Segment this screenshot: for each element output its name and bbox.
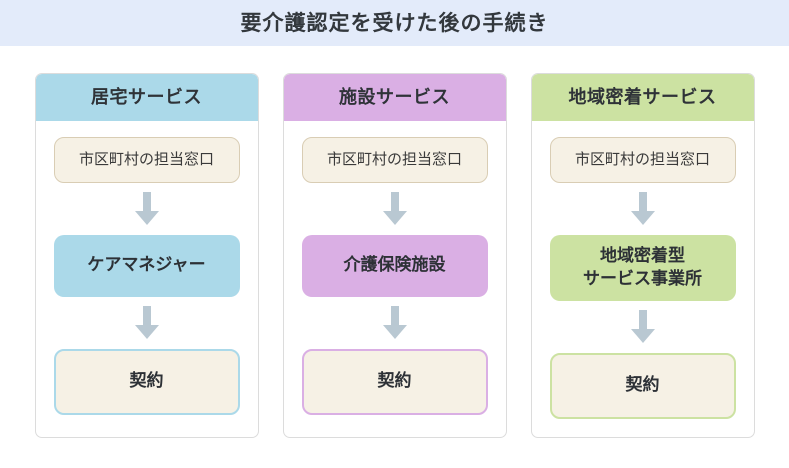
step-office-facility-service: 市区町村の担当窓口: [301, 137, 488, 183]
page-title: 要介護認定を受けた後の手続き: [240, 10, 549, 35]
step-label-line2: サービス事業所: [583, 269, 702, 289]
arrow-down-icon: [629, 310, 657, 344]
step-label: ケアマネジャー: [87, 255, 206, 276]
column-header-facility-service: 施設サービス: [283, 74, 506, 121]
step-contract-home-service: 契約: [53, 349, 240, 415]
step-label: 契約: [377, 371, 412, 392]
column-body-home-service: 市区町村の担当窓口 ケアマネジャー 契約: [36, 121, 258, 437]
step-label: 契約: [625, 375, 660, 396]
service-column-facility-service: 施設サービス 市区町村の担当窓口 介護保険施設: [282, 73, 507, 438]
step-office-home-service: 市区町村の担当窓口: [53, 137, 240, 183]
column-body-facility-service: 市区町村の担当窓口 介護保険施設 契約: [284, 121, 506, 437]
column-header-label: 地域密着サービス: [568, 86, 717, 108]
service-column-community-service: 地域密着サービス 市区町村の担当窓口 地域密着型 サービス事業所: [530, 73, 755, 438]
arrow-down-icon: [133, 306, 161, 340]
arrow-down-icon: [629, 192, 657, 226]
column-body-community-service: 市区町村の担当窓口 地域密着型 サービス事業所: [532, 121, 754, 437]
column-header-home-service: 居宅サービス: [35, 74, 258, 121]
service-column-home-service: 居宅サービス 市区町村の担当窓口 ケアマネジャー: [34, 73, 259, 438]
step-provider-home-service: ケアマネジャー: [53, 235, 240, 297]
step-label: 市区町村の担当窓口: [326, 150, 462, 169]
step-contract-community-service: 契約: [549, 353, 736, 419]
arrow-down-icon: [381, 192, 409, 226]
column-header-label: 居宅サービス: [91, 86, 202, 108]
arrow-down-icon: [133, 192, 161, 226]
step-label: 契約: [129, 371, 164, 392]
step-office-community-service: 市区町村の担当窓口: [549, 137, 736, 183]
step-provider-facility-service: 介護保険施設: [301, 235, 488, 297]
page-title-band: 要介護認定を受けた後の手続き: [0, 0, 789, 46]
step-label: 地域密着型 サービス事業所: [583, 245, 702, 291]
step-label-line1: 地域密着型: [600, 246, 685, 267]
step-label: 市区町村の担当窓口: [78, 150, 214, 169]
arrow-down-icon: [381, 306, 409, 340]
column-header-label: 施設サービス: [339, 86, 450, 108]
column-header-community-service: 地域密着サービス: [531, 74, 754, 121]
step-label: 市区町村の担当窓口: [574, 150, 710, 169]
service-columns: 居宅サービス 市区町村の担当窓口 ケアマネジャー: [0, 46, 789, 438]
step-contract-facility-service: 契約: [301, 349, 488, 415]
step-label: 介護保険施設: [343, 255, 446, 276]
step-provider-community-service: 地域密着型 サービス事業所: [549, 235, 736, 301]
